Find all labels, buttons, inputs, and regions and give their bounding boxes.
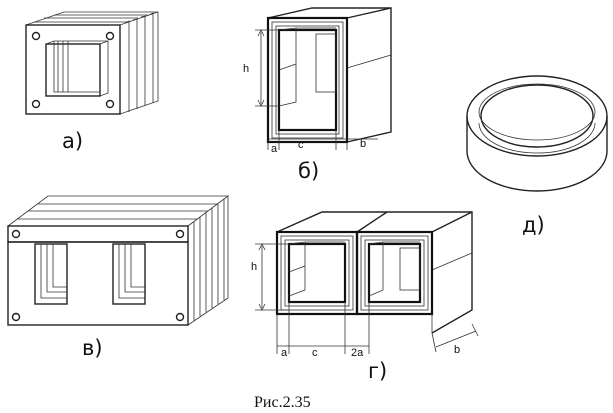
dim-g-h: h bbox=[251, 261, 257, 273]
label-a: а) bbox=[62, 129, 83, 153]
dim-b-h: h bbox=[243, 63, 249, 75]
core-d-toroid bbox=[466, 75, 608, 192]
dim-g-a: a bbox=[281, 347, 288, 359]
label-d: д) bbox=[522, 213, 545, 237]
dim-g-2a: 2a bbox=[351, 347, 364, 359]
core-v-laminated-double-window bbox=[7, 195, 230, 326]
dim-g-c: c bbox=[312, 347, 318, 359]
label-g: г) bbox=[368, 359, 387, 383]
label-v: в) bbox=[82, 336, 103, 360]
label-b: б) bbox=[298, 159, 319, 183]
dim-b-a: a bbox=[271, 143, 278, 155]
core-b-wound-single bbox=[255, 7, 392, 150]
dim-b-c: c bbox=[298, 139, 304, 151]
core-g-wound-double bbox=[255, 211, 479, 354]
dim-b-b: b bbox=[360, 138, 366, 150]
figure-caption: Рис.2.35 bbox=[254, 394, 311, 411]
dim-g-b: b bbox=[454, 344, 460, 356]
core-a-laminated-square bbox=[25, 11, 159, 115]
